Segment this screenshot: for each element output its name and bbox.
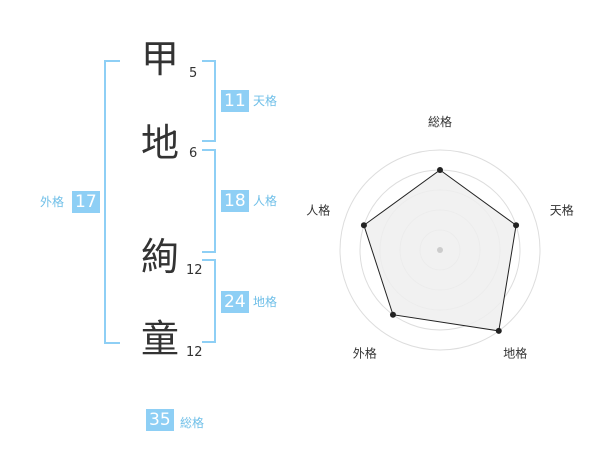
name-char-3: 絢 [140, 235, 179, 279]
radar-axis-label: 地格 [503, 346, 527, 361]
radar-grid-ring [339, 149, 541, 351]
jinkaku-label: 人格 [253, 194, 278, 208]
soukaku-label: 総格 [180, 416, 205, 430]
stroke-count-2: 6 [189, 146, 198, 161]
name-char-4: 童 [140, 317, 179, 361]
gaikaku-value: 17 [72, 191, 100, 213]
gaikaku-label: 外格 [40, 195, 65, 209]
tenkaku-label: 天格 [253, 94, 278, 108]
radar-center-point [437, 247, 443, 253]
radar-data-point [389, 311, 396, 318]
radar-axis-label: 人格 [306, 202, 330, 217]
radar-data-point [495, 327, 502, 334]
jinkaku-value: 18 [221, 190, 249, 212]
radar-axis-label: 天格 [550, 202, 574, 217]
tenkaku-value: 11 [221, 90, 249, 112]
jinkaku-bracket [202, 149, 216, 253]
tenkaku-bracket [202, 60, 216, 142]
chikaku-value: 24 [221, 291, 249, 313]
name-char-2: 地 [140, 121, 179, 165]
chikaku-label: 地格 [253, 295, 278, 309]
chikaku-bracket [202, 259, 216, 343]
soukaku-value: 35 [146, 409, 174, 431]
stroke-count-1: 5 [189, 66, 198, 81]
radar-data-point [437, 167, 443, 173]
radar-axis-label: 総格 [428, 114, 452, 129]
radar-data-point [360, 222, 367, 229]
stroke-count-4: 12 [186, 345, 203, 360]
radar-data-point [513, 222, 520, 229]
name-char-1: 甲 [140, 37, 179, 81]
gaikaku-bracket [104, 60, 120, 344]
stroke-count-3: 12 [186, 263, 203, 278]
radar-axis-label: 外格 [353, 346, 377, 361]
